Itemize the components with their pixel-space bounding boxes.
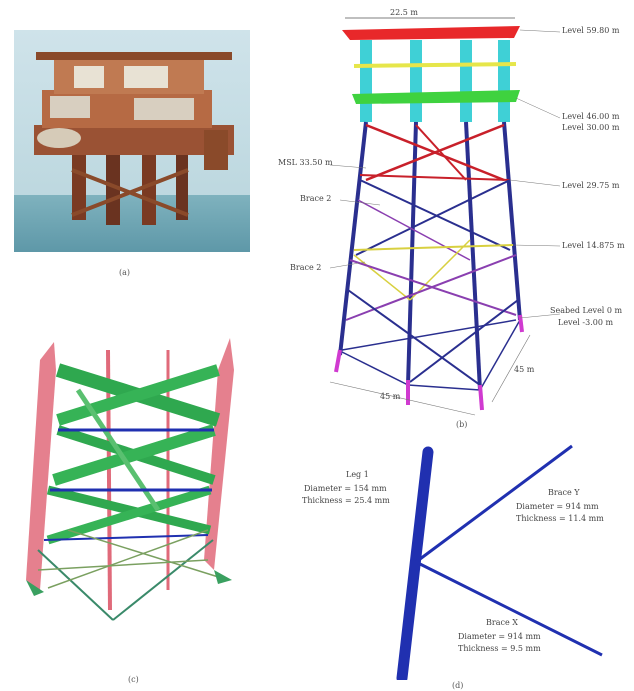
- level-top-label: Level 59.80 m: [562, 26, 620, 35]
- level-3-label: Level 30.00 m: [562, 123, 620, 132]
- mudline-label: Seabed Level 0 m: [550, 306, 623, 315]
- caption-c: (c): [128, 675, 139, 684]
- brace-y-diameter: Diameter = 914 mm: [516, 502, 599, 511]
- panel-c-fe-model: [18, 330, 250, 650]
- offshore-platform-photo: [14, 30, 250, 252]
- brace-x-thickness: Thickness = 9.5 mm: [458, 644, 541, 653]
- jacket-model-drawing: [329, 17, 561, 416]
- level-2-label: Level 46.00 m: [562, 112, 620, 121]
- leg-title: Leg 1: [346, 470, 369, 479]
- base-side-dimension: 45 m: [514, 365, 535, 374]
- brace-y-title: Brace Y: [548, 488, 580, 497]
- caption-b: (b): [456, 420, 468, 429]
- brace-label-upper: Brace 2: [300, 194, 332, 203]
- level-4-label: Level 29.75 m: [562, 181, 620, 190]
- msl-label: MSL 33.50 m: [278, 158, 333, 167]
- leg-thickness: Thickness = 25.4 mm: [302, 496, 390, 505]
- level-5-label: Level 14.875 m: [562, 241, 625, 250]
- brace-x-diameter: Diameter = 914 mm: [458, 632, 541, 641]
- caption-a: (a): [119, 268, 131, 277]
- brace-x-title: Brace X: [486, 618, 518, 627]
- panel-b-jacket-model: 22.5 m Level 59.80 m Level 46.00 m Level…: [270, 0, 634, 430]
- base-front-dimension: 45 m: [380, 392, 401, 401]
- brace-y-thickness: Thickness = 11.4 mm: [516, 514, 604, 523]
- leg-diameter: Diameter = 154 mm: [304, 484, 387, 493]
- top-dimension-label: 22.5 m: [390, 8, 418, 17]
- member-detail-drawing: [396, 444, 603, 680]
- caption-d: (d): [452, 681, 464, 690]
- brace-label-lower: Brace 2: [290, 263, 322, 272]
- panel-d-member-detail: Leg 1 Diameter = 154 mm Thickness = 25.4…: [290, 440, 634, 680]
- panel-a-photo: [14, 30, 250, 252]
- fe-model-drawing: [26, 338, 234, 621]
- pile-level-label: Level -3.00 m: [558, 318, 614, 327]
